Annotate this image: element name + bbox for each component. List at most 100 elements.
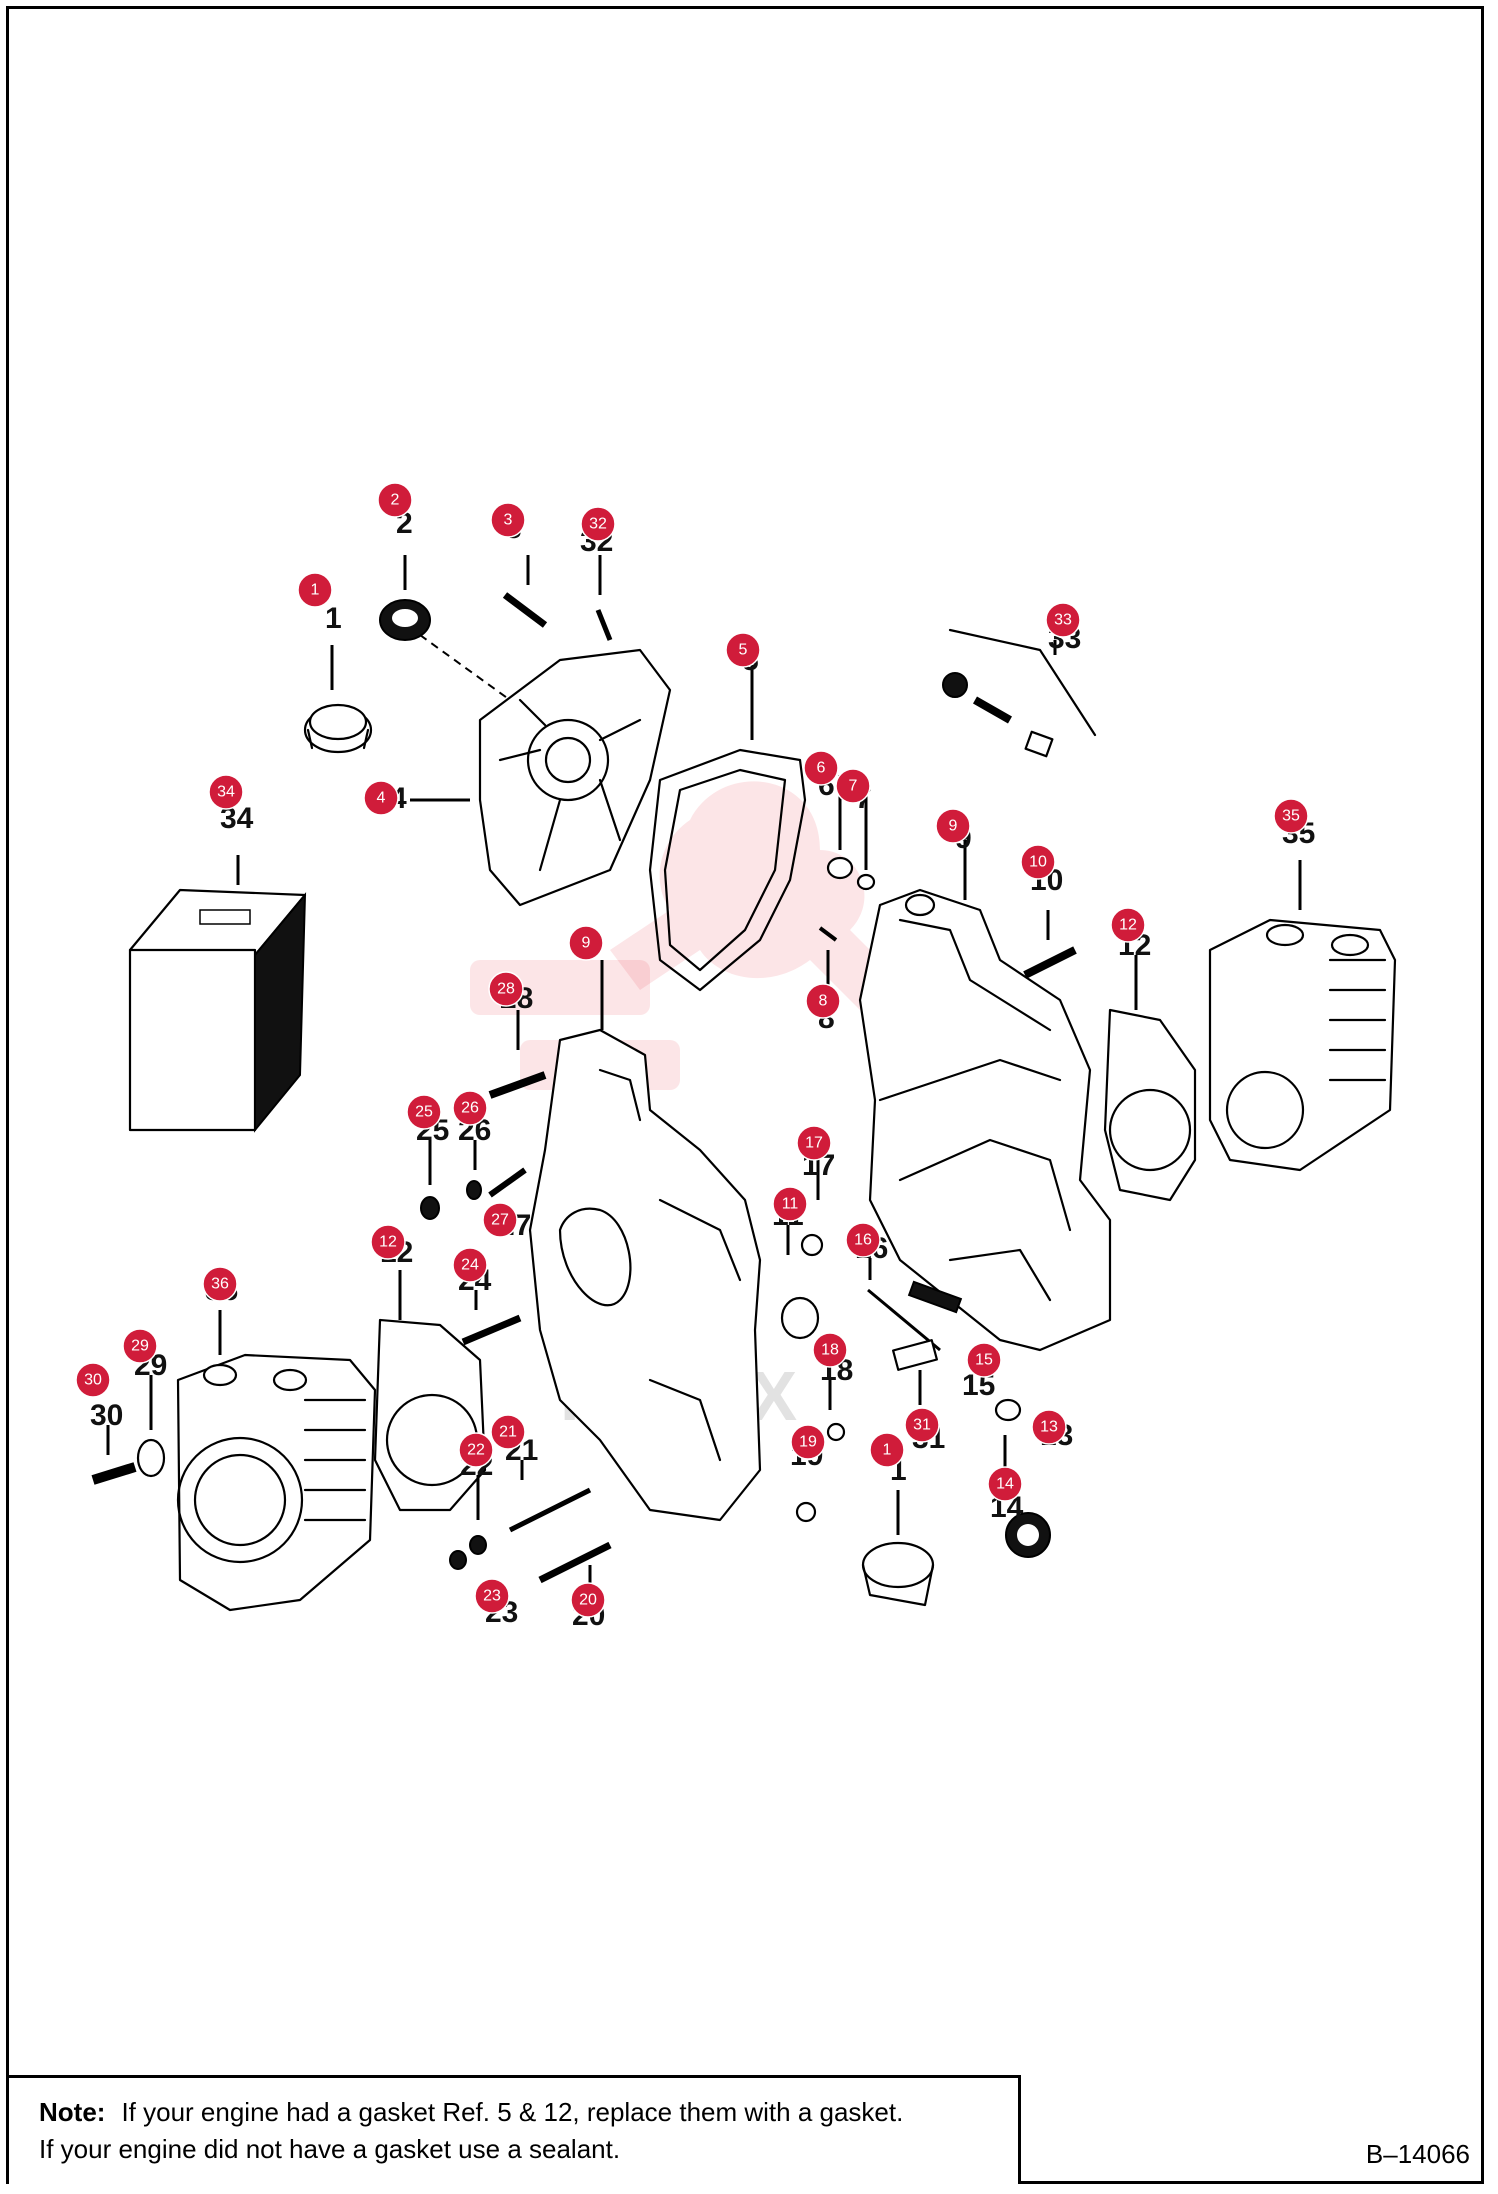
part-kit-33 [942, 628, 1097, 758]
callout-marker: 9 [935, 808, 971, 844]
svg-text:9: 9 [949, 818, 958, 835]
svg-text:24: 24 [461, 1257, 479, 1274]
svg-text:28: 28 [497, 981, 515, 998]
svg-text:13: 13 [1040, 1419, 1058, 1436]
part-crankcase-right [858, 840, 1112, 1352]
callout-marker: 22 [458, 1432, 494, 1468]
part-small-18-19 [795, 1380, 846, 1523]
part-bushing-top [303, 645, 373, 754]
part-cylinder-left [176, 1310, 377, 1612]
svg-text:32: 32 [589, 516, 607, 533]
svg-text:25: 25 [415, 1104, 433, 1121]
callout-marker: 24 [452, 1247, 488, 1283]
part-bolt-28 [488, 1010, 547, 1099]
callout-marker: 18 [812, 1332, 848, 1368]
svg-text:16: 16 [854, 1232, 872, 1249]
callout-marker: 33 [1045, 602, 1081, 638]
callout-marker: 9 [568, 925, 604, 961]
part-gasket-12-right [1103, 955, 1197, 1202]
callout-marker: 10 [1020, 844, 1056, 880]
part-seal-top [379, 555, 511, 701]
callout-marker: 4 [363, 780, 399, 816]
part-cylinder-right [1208, 860, 1397, 1172]
svg-text:36: 36 [211, 1276, 229, 1293]
callout-marker: 13 [1031, 1409, 1067, 1445]
callout-marker: 8 [805, 983, 841, 1019]
svg-text:11: 11 [782, 1196, 799, 1213]
part-pin-29-30 [91, 1375, 166, 1485]
svg-text:29: 29 [131, 1338, 149, 1355]
part-box [128, 855, 307, 1133]
svg-text:12: 12 [379, 1234, 397, 1251]
callout-marker: 20 [570, 1582, 606, 1618]
callout-marker: 1 [297, 572, 333, 608]
svg-text:1: 1 [311, 582, 320, 599]
svg-text:12: 12 [1119, 917, 1137, 934]
note-label: Note: [39, 2097, 106, 2127]
callout-marker: 2 [377, 482, 413, 518]
callout-marker: 27 [482, 1202, 518, 1238]
part-gasket-5 [648, 665, 807, 992]
callout-marker: 29 [122, 1328, 158, 1364]
part-block-31 [891, 1339, 939, 1405]
svg-text:31: 31 [913, 1417, 931, 1434]
svg-text:5: 5 [739, 642, 748, 659]
callout-marker: 32 [580, 506, 616, 542]
svg-text:30: 30 [84, 1372, 102, 1389]
part-bolt-3 [502, 555, 548, 628]
part-label: 1 [325, 602, 342, 635]
callout-marker: 36 [202, 1266, 238, 1302]
callout-marker: 14 [987, 1466, 1023, 1502]
callout-marker: 11 [772, 1186, 808, 1222]
note-text: Note:If your engine had a gasket Ref. 5 … [39, 2094, 903, 2168]
callout-marker: 16 [845, 1222, 881, 1258]
callout-marker: 17 [796, 1125, 832, 1161]
svg-text:26: 26 [461, 1100, 479, 1117]
svg-text:34: 34 [217, 784, 235, 801]
callout-marker: 25 [406, 1094, 442, 1130]
svg-text:18: 18 [821, 1342, 839, 1359]
drawing-code: B–14066 [1365, 2139, 1470, 2169]
note-line-2: If your engine did not have a gasket use… [39, 2134, 621, 2164]
callout-marker: 5 [725, 632, 761, 668]
part-screw-32 [595, 555, 613, 641]
svg-text:35: 35 [1282, 808, 1300, 825]
part-parts-16-15 [867, 1258, 963, 1352]
svg-text:2: 2 [391, 492, 400, 509]
svg-text:23: 23 [483, 1588, 501, 1605]
part-label: 30 [90, 1399, 123, 1432]
part-crankcase-left [528, 960, 762, 1522]
svg-text:10: 10 [1029, 854, 1047, 871]
callout-marker: 21 [490, 1414, 526, 1450]
part-bolt-10 [1023, 910, 1077, 979]
svg-text:9: 9 [582, 935, 591, 952]
svg-text:21: 21 [499, 1424, 517, 1441]
part-cover [410, 648, 672, 907]
svg-text:15: 15 [975, 1352, 993, 1369]
callout-marker: 12 [1110, 907, 1146, 943]
svg-text:3: 3 [504, 512, 513, 529]
callout-marker: 31 [904, 1407, 940, 1443]
callout-marker: 3 [490, 502, 526, 538]
callout-marker: 30 [75, 1362, 111, 1398]
callout-marker: 35 [1273, 798, 1309, 834]
svg-text:7: 7 [849, 778, 858, 795]
callout-marker: 26 [452, 1090, 488, 1126]
svg-text:4: 4 [377, 790, 386, 807]
svg-text:20: 20 [579, 1592, 597, 1609]
svg-text:14: 14 [996, 1476, 1014, 1493]
svg-text:1: 1 [883, 1442, 892, 1459]
svg-text:19: 19 [799, 1434, 817, 1451]
callout-marker: 23 [474, 1578, 510, 1614]
part-small-25-26-27 [420, 1140, 527, 1220]
part-bolt-24 [461, 1290, 522, 1346]
part-studs-21-22 [469, 1460, 592, 1555]
svg-text:22: 22 [467, 1442, 485, 1459]
callouts: 1 2 3 32 33 4 5 6 7 34 9 10 12 35 9 28 8… [75, 482, 1309, 1618]
svg-text:17: 17 [805, 1135, 823, 1152]
part-bushing-bottom [861, 1490, 935, 1607]
callout-marker: 1 [869, 1432, 905, 1468]
svg-text:6: 6 [817, 760, 826, 777]
svg-text:27: 27 [491, 1212, 509, 1229]
